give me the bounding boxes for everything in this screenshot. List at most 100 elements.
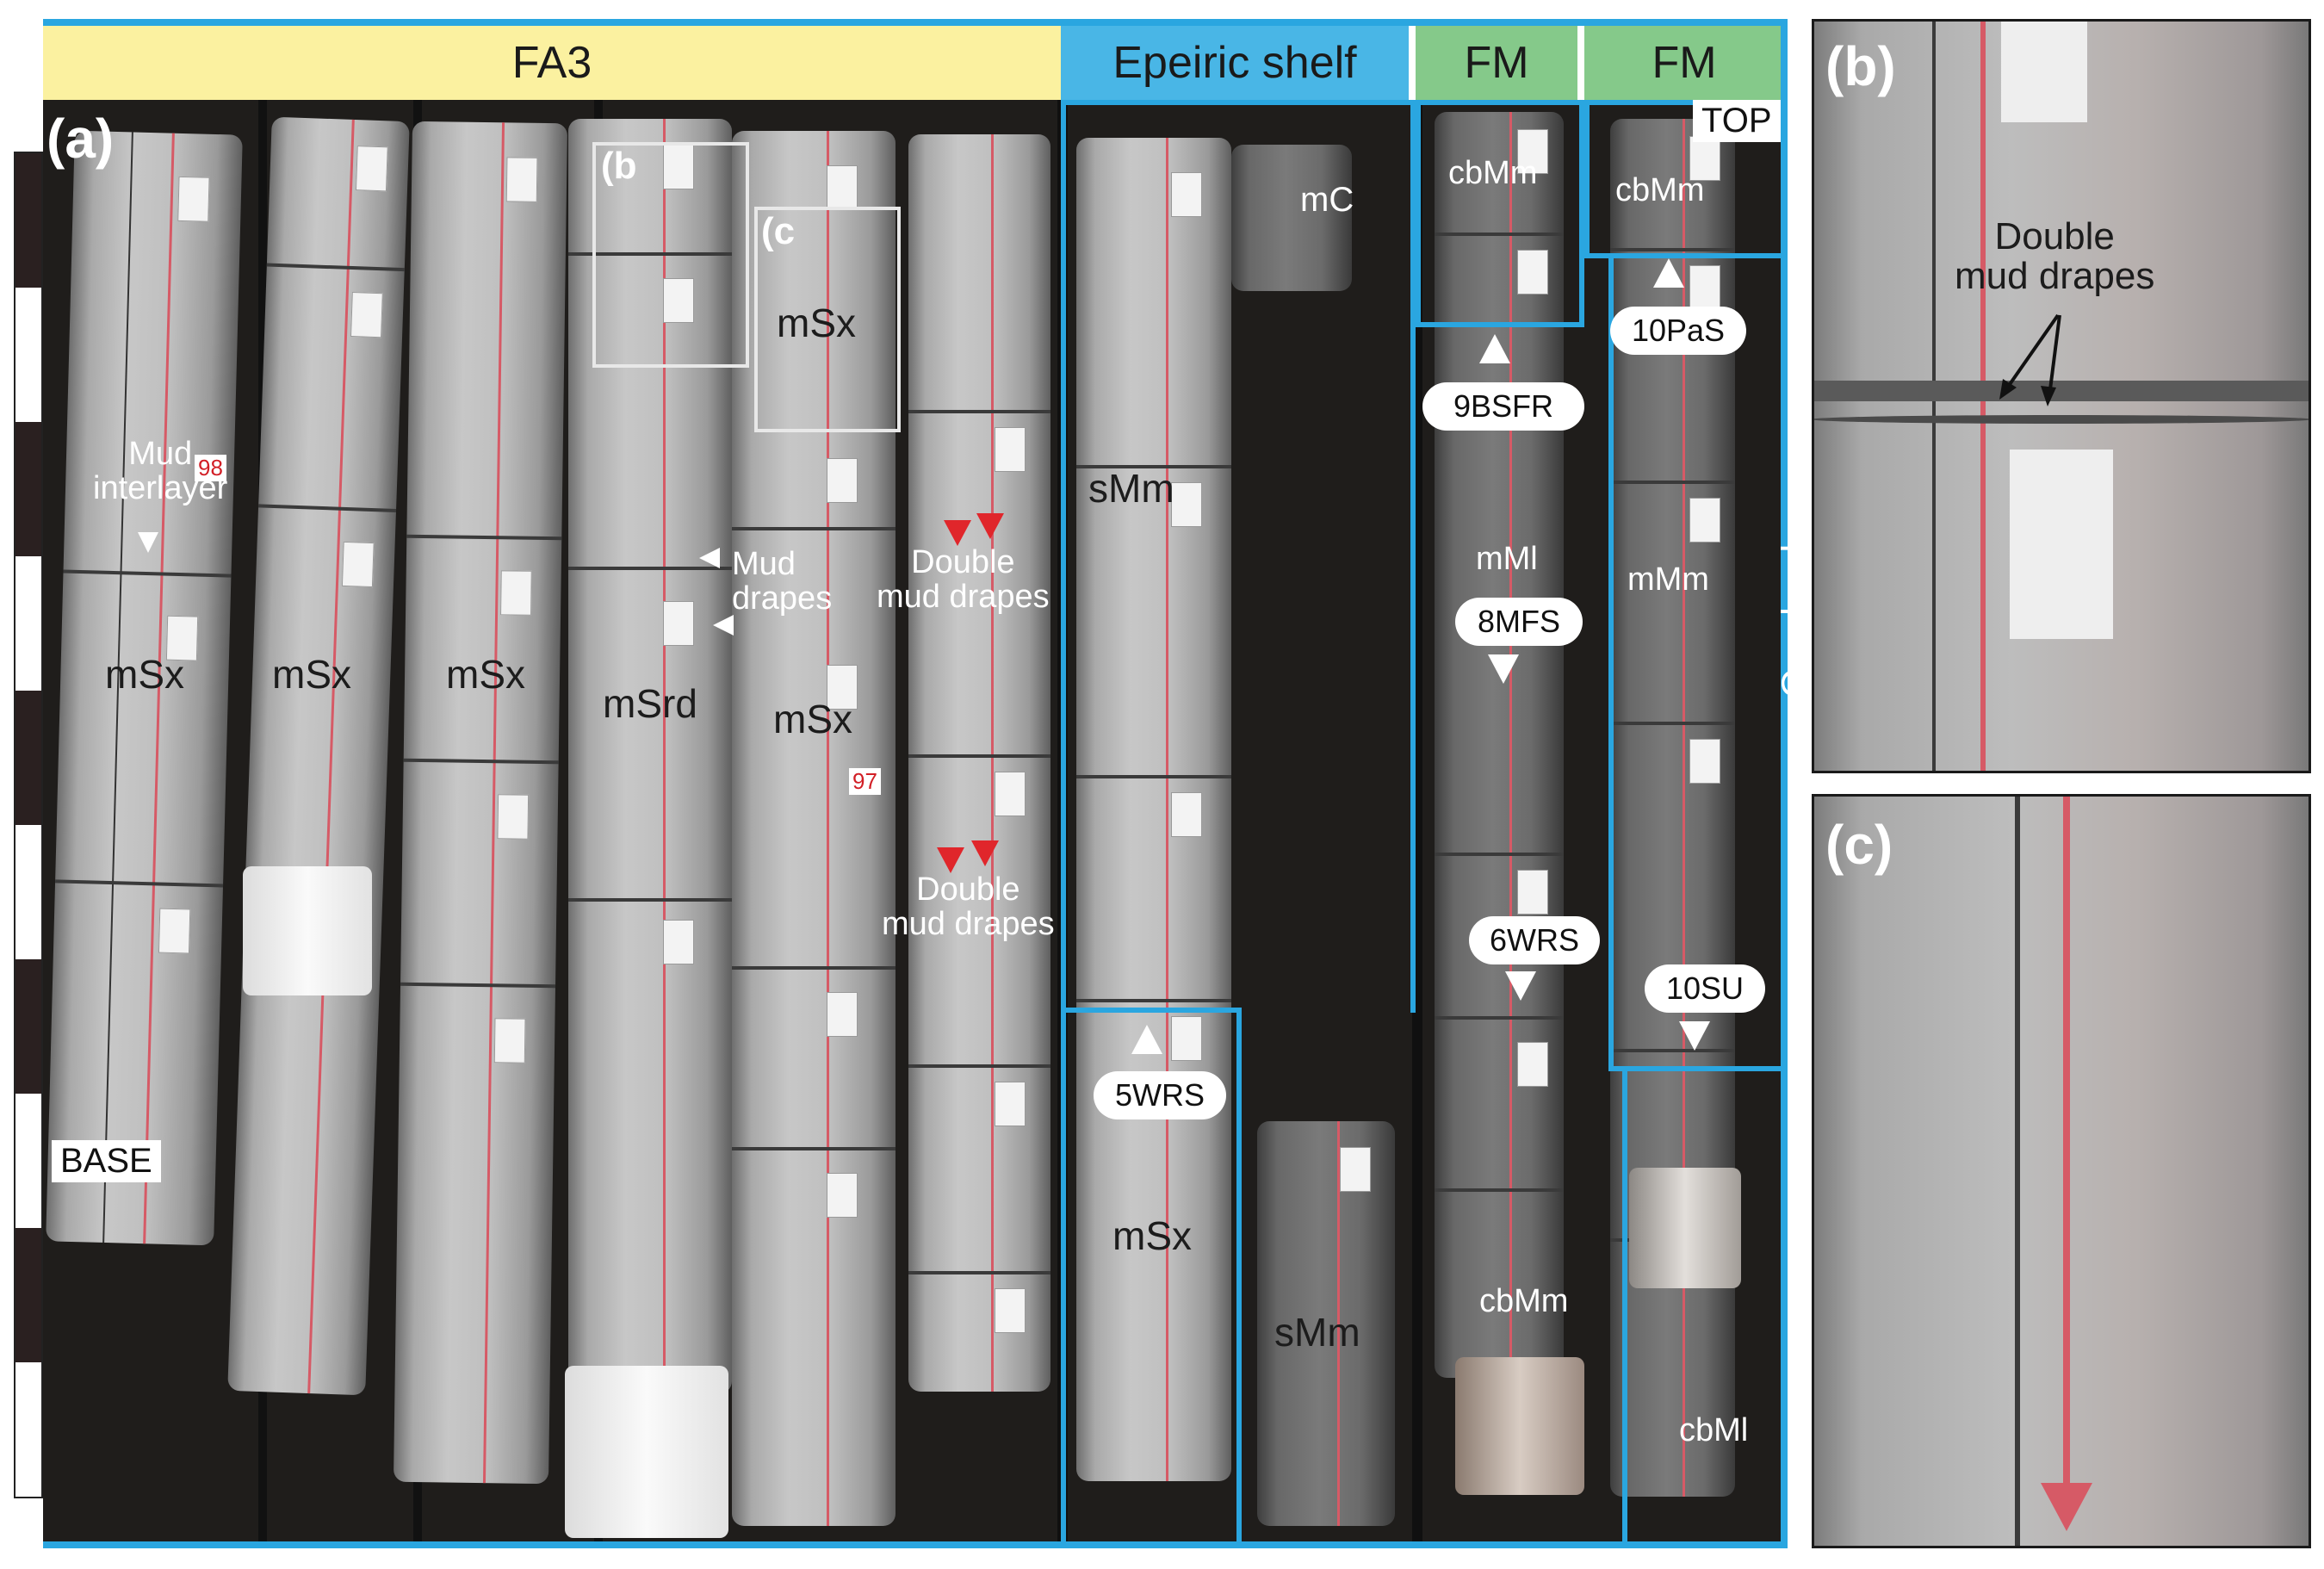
core-fracture [568,252,732,256]
core-rubble [1629,1168,1741,1288]
core-orientation-line [1683,119,1686,1497]
scale-segment [15,691,41,825]
depth-tag [663,145,694,189]
overbank-outline [1608,253,1788,1071]
core-fracture [568,898,732,902]
core-column [568,119,732,1393]
depth-tag [177,176,210,222]
arrow-marker [713,615,734,636]
core-fracture [1076,999,1231,1002]
core-fracture [908,754,1050,758]
core-orientation-line [2063,794,2070,1500]
core-column [1076,138,1231,1481]
core-fracture [406,534,562,541]
detail-box-b-label: (b [601,145,637,187]
base-marker: BASE [52,1140,161,1182]
facies-label: mSrd [603,681,697,726]
depth-tag [355,146,388,192]
panel-label-c: (c) [1825,814,1893,876]
facies-label: mSx [105,652,184,697]
facies-label: cbMm [1448,155,1538,191]
depth-tag [1517,870,1548,915]
fm-right-lower-outline [1622,1066,1788,1547]
core-rubble [1455,1357,1584,1495]
bottom-frame-line [43,1541,1788,1548]
depth-tag [995,1288,1026,1333]
depth-tag [505,157,538,202]
scale-bar [14,152,43,1498]
depth-tag [995,427,1026,472]
core-fracture [1610,481,1735,484]
core-fracture [1076,465,1231,468]
core-fracture [400,982,556,989]
core-column [227,116,410,1396]
surface-marker-icon [1488,654,1519,684]
facies-label: mC [1300,181,1354,219]
red-arrow-marker [937,847,964,873]
core-orientation-line [1166,138,1169,1481]
header-epeiric-shelf: Epeiric shelf [1061,26,1409,100]
core-orientation-line [663,119,666,1393]
annotation-double-mud-drapes: Double mud drapes [1955,215,2155,298]
core-fracture [55,879,224,888]
core-fracture [732,1147,896,1150]
depth-tag [1517,129,1548,174]
depth-tag [2001,19,2087,122]
facies-label: cbMm [1479,1283,1569,1319]
core-fracture [1076,775,1231,778]
facies-label: mSx [272,652,351,697]
surface-9bsfr: 9BSFR [1422,382,1584,431]
depth-tag [1171,792,1202,837]
surface-5wrs: 5WRS [1094,1071,1226,1119]
core-fracture [403,758,559,765]
pointer-arrows [1999,313,2061,406]
depth-tag [827,165,858,210]
core-fracture [908,1271,1050,1274]
core-fracture [908,410,1050,413]
red-arrow-marker [944,520,971,546]
depth-tag [663,278,694,323]
depth-tag [2010,450,2113,639]
header-fm-left: FM [1416,26,1577,100]
mud-drape [1812,381,2311,401]
annotation-number-97: 97 [849,768,881,795]
depth-tag [493,1018,526,1064]
depth-tag [1517,1042,1548,1087]
surface-marker-icon [1505,971,1536,1001]
surface-marker-icon [1653,258,1684,288]
surface-10su: 10SU [1645,964,1765,1013]
core-orientation-line [827,131,830,1526]
core-column [908,134,1050,1392]
scale-segment [15,153,41,288]
inset-panel-c [1812,794,2311,1548]
facies-label: mMm [1627,561,1709,598]
detail-box-c [754,207,901,432]
depth-tag [1171,172,1202,217]
core-fracture [732,527,896,530]
depth-tag [497,794,530,840]
depth-tag [1689,498,1720,543]
fm-upper-outline [1416,100,1584,327]
core-reference-line [2015,794,2020,1548]
depth-tag [341,541,375,588]
depth-tag [663,601,694,646]
red-arrow-marker [971,840,999,866]
annotation-mud-interlayer: Mud interlayer [93,436,228,506]
depth-tag [995,772,1026,816]
epeiric-shelf-outline [1061,100,1416,1013]
detail-box-b [592,142,749,368]
panel-label-b: (b) [1825,35,1896,97]
top-marker: TOP [1693,100,1781,142]
depth-tag [1689,265,1720,310]
core-column [1231,145,1352,291]
core-wrap-white [243,866,372,995]
surface-marker-icon [1131,1025,1162,1054]
overbank-label: Overbank [1774,533,1817,698]
core-fracture [1610,1049,1735,1052]
mud-drape [1812,415,2311,424]
core-fracture [568,567,732,570]
arrow-marker [138,532,158,553]
facies-label: mSx [777,301,856,345]
panel-label-a: (a) [46,108,115,170]
surface-8mfs: 8MFS [1455,598,1583,646]
